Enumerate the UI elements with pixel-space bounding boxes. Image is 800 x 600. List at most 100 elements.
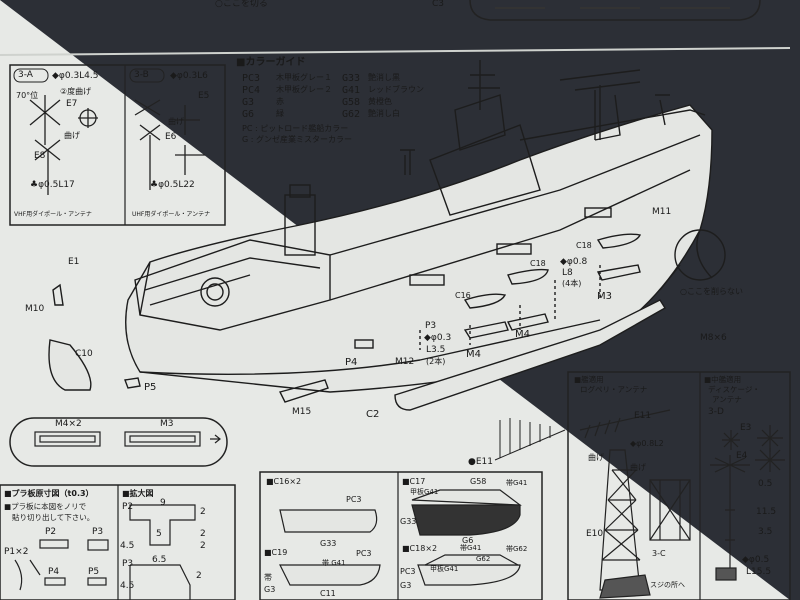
zoom-label: 2 bbox=[200, 541, 206, 551]
dim-label: L15.5 bbox=[746, 567, 772, 577]
part-label: M11 bbox=[652, 207, 672, 217]
plate-panel-line: ■プラ板に本図をノリで bbox=[4, 502, 87, 511]
boat-label: PC3 bbox=[400, 567, 416, 576]
part-label: (2本) bbox=[426, 357, 446, 366]
antenna-label: 3-C bbox=[652, 549, 666, 558]
antenna-panel-box bbox=[9, 64, 226, 226]
boat-label: C11 bbox=[320, 589, 336, 598]
color-code: G6 bbox=[242, 109, 255, 120]
color-name: 艶消し白 bbox=[368, 109, 400, 118]
part-label: M10 bbox=[25, 304, 45, 314]
boat-label: 甲板G41 bbox=[430, 565, 459, 573]
sprue-strip-box bbox=[9, 417, 228, 467]
panel-3a-label: E8 bbox=[34, 151, 46, 161]
color-name: 木甲板グレー１ bbox=[276, 73, 332, 82]
zoom-label: 4.5 bbox=[120, 581, 135, 591]
panel-3b-label: E5 bbox=[198, 91, 210, 101]
boat-label: G33 bbox=[320, 539, 337, 548]
zoom-label: 9 bbox=[160, 498, 166, 508]
panel-3a-label: ◆φ0.3L4.5 bbox=[52, 71, 99, 81]
panel-3b-label: ♣φ0.5L22 bbox=[150, 180, 195, 190]
part-label: C16 bbox=[455, 291, 471, 300]
strip-label-m3: M3 bbox=[160, 419, 174, 429]
zoom-label: P2 bbox=[122, 502, 134, 512]
antenna-label: E10 bbox=[586, 529, 604, 539]
boat-label: PC3 bbox=[346, 495, 362, 504]
antenna-title: ■艦適用 bbox=[574, 375, 604, 384]
dim-label: E4 bbox=[736, 451, 748, 461]
dipole-antenna-drawings bbox=[29, 95, 205, 195]
strip-label-m4: M4×2 bbox=[55, 419, 82, 429]
boat-label: G62 bbox=[476, 555, 491, 563]
color-name: 黄橙色 bbox=[368, 97, 392, 106]
part-label: P3 bbox=[425, 321, 437, 331]
plate-panel-line: 貼り切り出して下さい。 bbox=[12, 513, 95, 522]
boat-label: 甲板G41 bbox=[410, 488, 439, 496]
top-part-label: C3 bbox=[432, 0, 445, 9]
color-code: G3 bbox=[242, 97, 255, 108]
color-code: G62 bbox=[342, 109, 361, 120]
part-label: ◆φ0.3 bbox=[424, 333, 452, 343]
part-label: M8×6 bbox=[700, 333, 727, 343]
ship-hull-drawing bbox=[48, 60, 726, 411]
log-periodic-antenna-sketch bbox=[494, 418, 566, 461]
boat-label: ■C18×2 bbox=[402, 544, 438, 553]
boat-label: G3 bbox=[264, 585, 276, 594]
dim-label: 11.5 bbox=[756, 507, 777, 517]
part-label: M4 bbox=[466, 349, 481, 360]
part-label: L8 bbox=[562, 268, 573, 278]
panel-3a-label: 70°位 bbox=[16, 91, 39, 100]
color-guide-note: G : グンゼ産業ミスターカラー bbox=[242, 135, 352, 144]
color-name: 緑 bbox=[276, 109, 284, 118]
part-label: E1 bbox=[68, 257, 80, 267]
color-guide-title: ■カラーガイド bbox=[236, 57, 306, 68]
plate-part: P5 bbox=[88, 567, 100, 577]
antenna-label: ◆φ0.8L2 bbox=[630, 439, 664, 448]
plate-part: P3 bbox=[92, 527, 104, 537]
part-label: C2 bbox=[366, 409, 380, 420]
antenna-title: ディスケージ・ bbox=[708, 385, 760, 394]
boat-label: 帯G41 bbox=[506, 479, 528, 487]
part-label: P5 bbox=[144, 382, 157, 393]
plate-part: P2 bbox=[45, 527, 57, 537]
boat-label: PC3 bbox=[356, 549, 372, 558]
zoom-label: 2 bbox=[200, 529, 206, 539]
dim-label: ◆φ0.5 bbox=[742, 555, 770, 565]
part-label: P4 bbox=[345, 357, 358, 368]
dim-label: 0.5 bbox=[758, 479, 773, 489]
zoom-label: 2 bbox=[196, 571, 202, 581]
color-code: G41 bbox=[342, 85, 361, 96]
antenna-title: ■中艦適用 bbox=[704, 375, 742, 384]
mast-antenna-panel bbox=[567, 371, 791, 600]
panel-3b-label: ◆φ0.3L6 bbox=[170, 71, 208, 81]
boat-label: G6 bbox=[462, 536, 474, 545]
part-label: C10 bbox=[75, 349, 93, 359]
part-label: M4 bbox=[515, 329, 530, 340]
top-cut-note: ○ここを切る bbox=[215, 0, 268, 9]
part-label: ◆φ0.8 bbox=[560, 257, 588, 267]
color-code: G33 bbox=[342, 73, 361, 84]
part-label: ○ここを削らない bbox=[680, 287, 743, 296]
zoom-panel-title: ■拡大図 bbox=[122, 489, 154, 498]
panel-3a-label: VHF用ダイポール・アンテナ bbox=[14, 211, 92, 218]
boat-label: 帯 bbox=[264, 573, 272, 582]
color-name: 赤 bbox=[276, 97, 284, 106]
panel-3a-id: 3-A bbox=[18, 70, 33, 80]
plate-part: P1×2 bbox=[4, 547, 29, 557]
zoom-label: 6.5 bbox=[152, 555, 167, 565]
color-name: 艶消し黒 bbox=[368, 73, 400, 82]
part-label: M15 bbox=[292, 407, 312, 417]
boat-label: 帯G41 bbox=[460, 544, 482, 552]
part-label: (4本) bbox=[562, 279, 582, 288]
boat-label: G3 bbox=[400, 581, 412, 590]
panel-3b-label: UHF用ダイポール・アンテナ bbox=[132, 211, 211, 218]
panel-3b-id: 3-B bbox=[134, 70, 149, 80]
part-label: M3 bbox=[597, 291, 612, 302]
dim-label: E3 bbox=[740, 423, 752, 433]
zoom-label: P3 bbox=[122, 559, 134, 569]
antenna-label: 曲げ bbox=[588, 453, 604, 462]
panel-3a-label: 曲げ bbox=[64, 131, 80, 140]
panel-3b-label: 曲げ bbox=[168, 117, 184, 126]
